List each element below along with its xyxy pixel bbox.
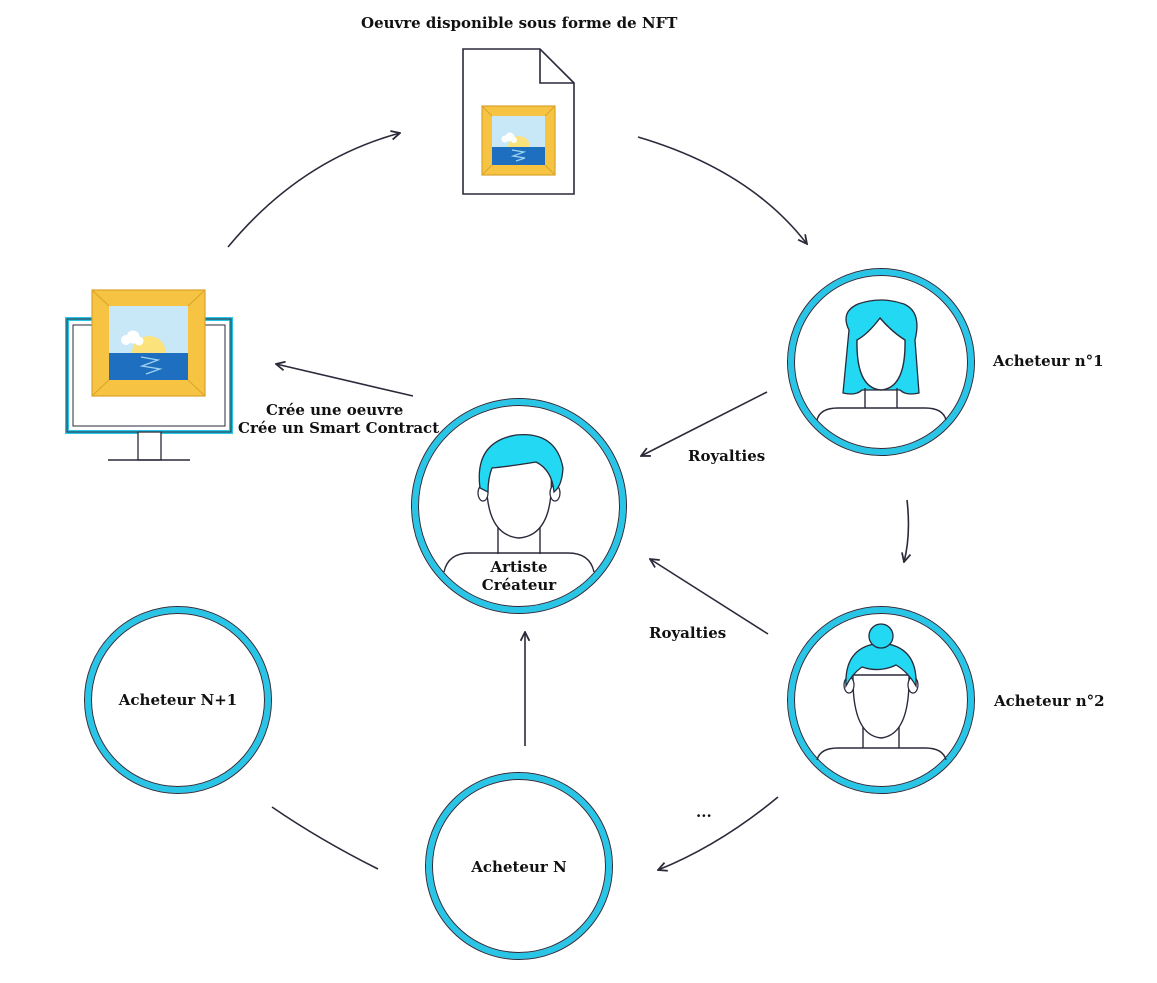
arrow-buyer2-to-buyern	[658, 796, 779, 870]
create-artwork-label: Crée une oeuvre	[266, 401, 404, 419]
artist-label: Artiste	[490, 558, 548, 576]
computer-with-artwork-icon	[65, 289, 233, 461]
ellipsis-label: ...	[696, 803, 712, 821]
woman-bun-avatar-icon	[787, 606, 975, 794]
arrow-nft-to-buyer1	[637, 136, 807, 244]
buyer-n-plus-1-circle	[84, 606, 272, 794]
buyer-2-label: Acheteur n°2	[994, 692, 1105, 710]
arrow-artist-to-computer	[276, 364, 414, 397]
royalties-label-buyer-1: Royalties	[688, 447, 766, 465]
nft-document-icon	[462, 48, 575, 195]
buyer-1-label: Acheteur n°1	[993, 352, 1104, 370]
nft-title-label: Oeuvre disponible sous forme de NFT	[361, 14, 678, 32]
connector-buyern-to-buyer-n-plus-1	[271, 806, 379, 870]
artist-avatar-icon	[411, 398, 627, 614]
buyer-n-plus-1-label: Acheteur N+1	[118, 691, 238, 709]
creator-label: Créateur	[481, 576, 557, 594]
buyer-n-label: Acheteur N	[471, 858, 567, 876]
royalties-label-buyer-2: Royalties	[649, 624, 727, 642]
buyer-n-circle	[425, 772, 613, 960]
arrow-buyer1-to-buyer2	[904, 499, 908, 562]
woman-avatar-icon	[787, 268, 975, 456]
connectors	[227, 133, 908, 870]
arrow-royalties-buyer2-to-artist	[650, 559, 769, 635]
arrow-royalties-buyer1-to-artist	[641, 391, 768, 456]
arrow-computer-to-nft	[227, 133, 400, 248]
create-contract-label: Crée un Smart Contract	[238, 419, 440, 437]
